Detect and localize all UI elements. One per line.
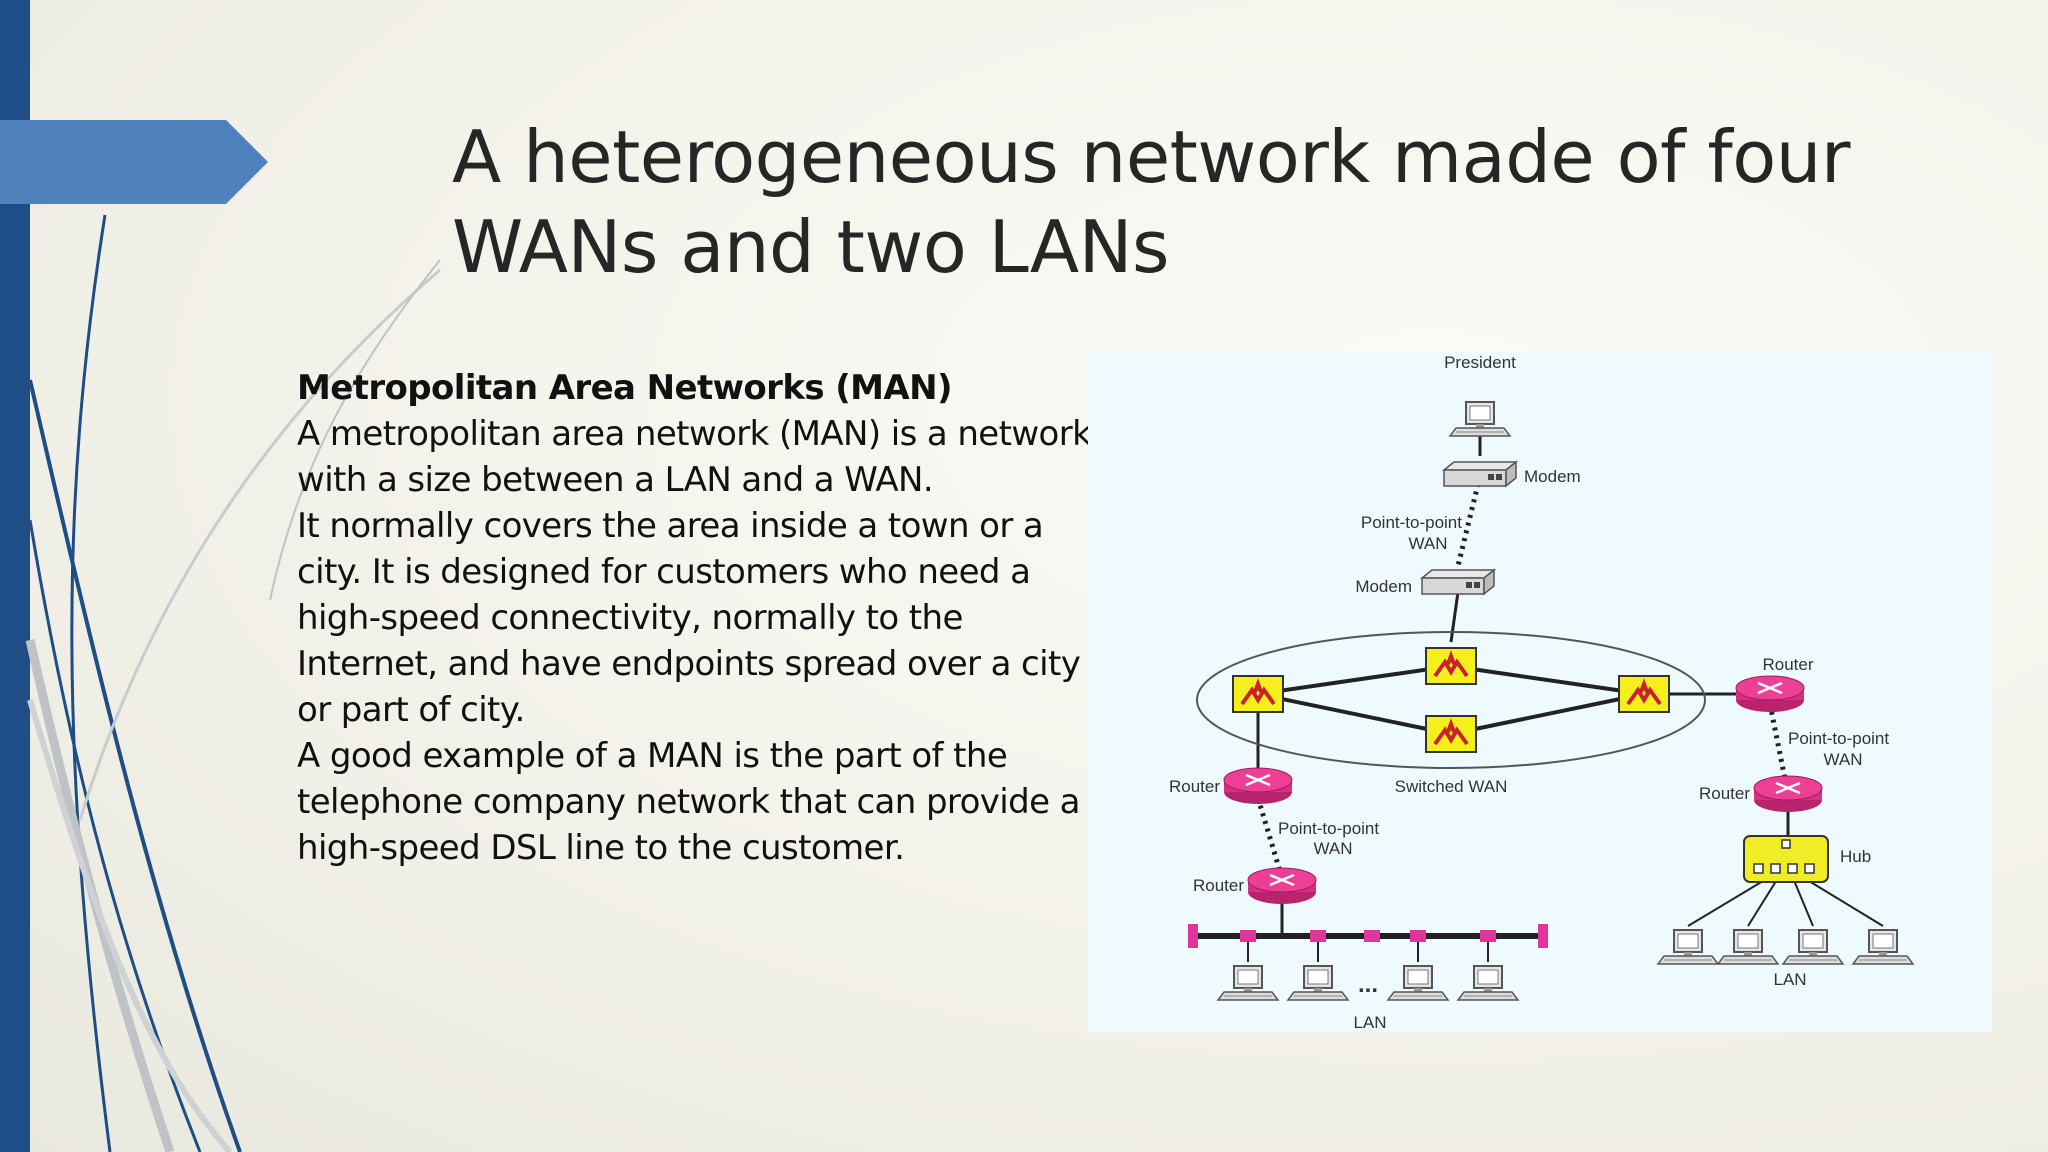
router-left-top-icon	[1222, 766, 1294, 806]
title-arrow-tab	[0, 120, 268, 204]
switch-right-icon	[1617, 674, 1671, 714]
section-heading: Metropolitan Area Networks (MAN)	[297, 368, 953, 408]
paragraph-coverage: It normally covers the area inside a tow…	[297, 506, 1081, 730]
lan-bus-taps	[1188, 924, 1548, 948]
modem-middle-icon	[1421, 569, 1495, 595]
label-lan-left: LAN	[1353, 1013, 1386, 1032]
switched-wan-ring	[1196, 631, 1706, 769]
label-router-left-bottom: Router	[1193, 876, 1244, 895]
president-computer-icon	[1449, 401, 1511, 437]
label-modem-middle: Modem	[1355, 577, 1412, 596]
label-p2p-top-line1: Point-to-point	[1361, 513, 1462, 532]
paragraph-definition: A metropolitan area network (MAN) is a n…	[297, 414, 1092, 500]
label-p2p-right-line1: Point-to-point	[1788, 729, 1889, 748]
switch-top-icon	[1424, 646, 1478, 686]
router-left-bottom-icon	[1246, 866, 1318, 906]
label-lan-ellipsis: ...	[1358, 971, 1378, 998]
slide-title: A heterogeneous network made of four WAN…	[452, 115, 1851, 289]
switch-bottom-icon	[1424, 714, 1478, 754]
hub-icon	[1743, 835, 1829, 883]
network-diagram-svg: President Modem Point-to-point WAN Modem…	[1169, 353, 1914, 1032]
label-p2p-left-line2: WAN	[1313, 839, 1352, 858]
router-right-bottom-icon	[1752, 774, 1824, 814]
lan-right-computers	[1657, 929, 1914, 965]
router-right-top-icon	[1734, 674, 1806, 714]
decorative-curves	[25, 214, 441, 1152]
label-router-right-top: Router	[1762, 655, 1813, 674]
switch-left-icon	[1231, 674, 1285, 714]
label-hub: Hub	[1840, 847, 1871, 866]
paragraph-example: A good example of a MAN is the part of t…	[297, 736, 1080, 868]
label-modem-top: Modem	[1524, 467, 1581, 486]
label-router-left-top: Router	[1169, 777, 1220, 796]
network-diagram: President Modem Point-to-point WAN Modem…	[1088, 352, 1992, 1032]
label-router-right-bottom: Router	[1699, 784, 1750, 803]
label-lan-right: LAN	[1773, 970, 1806, 989]
man-description: Metropolitan Area Networks (MAN) A metro…	[297, 365, 1097, 871]
label-p2p-left-line1: Point-to-point	[1278, 819, 1379, 838]
modem-top-icon	[1443, 461, 1517, 487]
label-switched-wan: Switched WAN	[1395, 777, 1508, 796]
label-president: President	[1444, 353, 1516, 372]
label-p2p-top-line2: WAN	[1408, 534, 1447, 553]
label-p2p-right-line2: WAN	[1823, 750, 1862, 769]
